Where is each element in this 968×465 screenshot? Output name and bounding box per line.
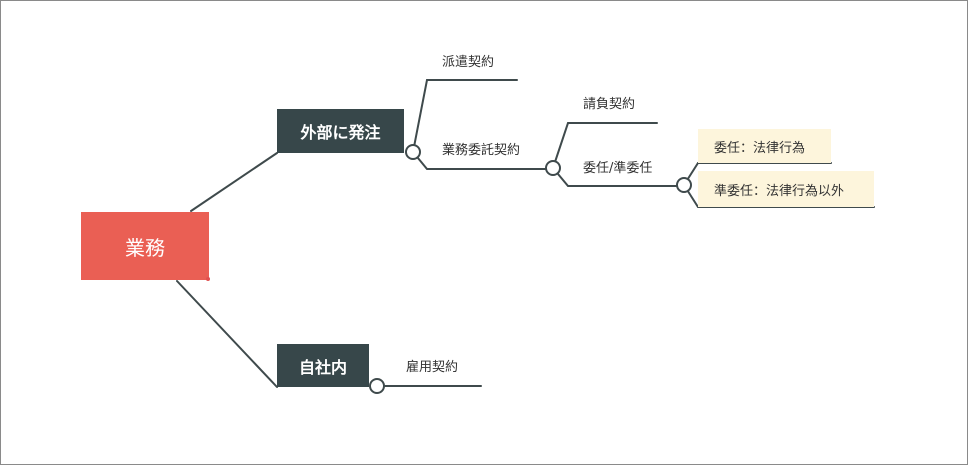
node-mandate[interactable]: 委任/準委任 bbox=[583, 161, 652, 177]
node-mandate-legal-label: 委任：法律行為 bbox=[714, 140, 806, 156]
link-mandate-legal bbox=[683, 162, 832, 186]
node-mandate-legal[interactable]: 委任：法律行為 bbox=[698, 129, 831, 163]
link-outsource-dispatch bbox=[412, 79, 518, 153]
collapse-toggle-inhouse[interactable] bbox=[369, 378, 385, 394]
root-node[interactable]: 業務 bbox=[81, 212, 209, 280]
node-dispatch[interactable]: 派遣契約 bbox=[442, 55, 494, 71]
branch-in-house-label: 自社内 bbox=[298, 357, 347, 377]
root-resize-handle[interactable] bbox=[206, 277, 210, 281]
collapse-toggle-subcontract[interactable] bbox=[545, 160, 561, 176]
node-subcontract[interactable]: 業務委託契約 bbox=[442, 143, 520, 159]
branch-outsource-label: 外部に発注 bbox=[300, 123, 381, 142]
node-mandate-non-legal-label: 準委任：法律行為以外 bbox=[714, 183, 845, 199]
link-root-outsource bbox=[190, 152, 278, 212]
root-node-label: 業務 bbox=[125, 235, 165, 260]
collapse-toggle-outsource[interactable] bbox=[405, 144, 421, 160]
node-subcontract-label: 業務委託契約 bbox=[442, 143, 521, 158]
node-mandate-non-legal[interactable]: 準委任：法律行為以外 bbox=[698, 171, 874, 207]
branch-in-house[interactable]: 自社内 bbox=[277, 344, 369, 387]
collapse-toggle-mandate[interactable] bbox=[676, 177, 692, 193]
link-subcontract-contractwork bbox=[552, 122, 658, 169]
node-dispatch-label: 派遣契約 bbox=[442, 55, 495, 70]
node-employment[interactable]: 雇用契約 bbox=[406, 360, 458, 376]
link-mandate-nonlegal bbox=[683, 184, 875, 208]
node-contract-work-label: 請負契約 bbox=[583, 97, 636, 112]
node-employment-label: 雇用契約 bbox=[406, 360, 459, 375]
node-contract-work[interactable]: 請負契約 bbox=[583, 97, 635, 113]
node-mandate-label: 委任/準委任 bbox=[583, 161, 653, 176]
link-root-inhouse bbox=[176, 280, 278, 388]
branch-outsource[interactable]: 外部に発注 bbox=[277, 109, 404, 153]
